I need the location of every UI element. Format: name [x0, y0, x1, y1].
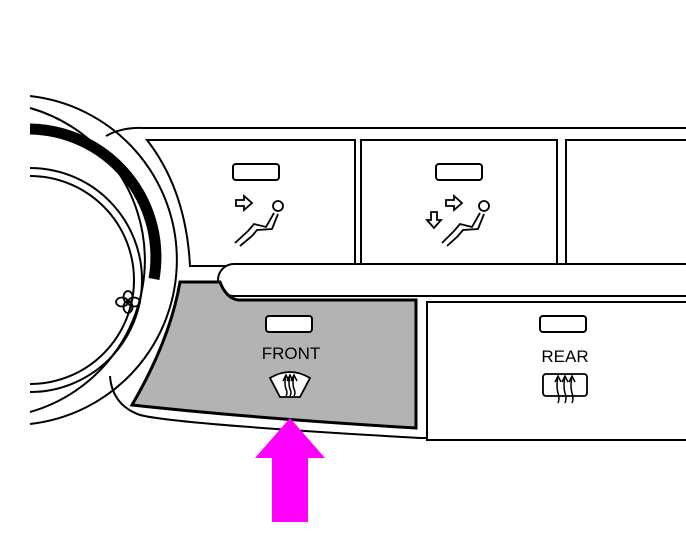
rear-defrost-indicator-light: [539, 315, 587, 333]
bilevel-vent-icon: [425, 194, 490, 247]
fan-control-dial[interactable]: [29, 95, 178, 425]
face-vent-icon: [234, 194, 284, 247]
face-vent-indicator-light: [232, 163, 280, 181]
rear-defrost-button[interactable]: REAR: [426, 301, 686, 441]
rear-window-defrost-icon: [542, 373, 588, 404]
next-mode-button[interactable]: [565, 139, 686, 267]
bilevel-vent-button[interactable]: [360, 139, 558, 267]
divider-bar: [217, 263, 686, 297]
pointer-arrow-icon: [255, 418, 325, 522]
windshield-defrost-icon: [268, 371, 312, 398]
fan-icon: [115, 290, 141, 314]
front-defrost-label: FRONT: [262, 344, 321, 363]
face-vent-button[interactable]: [144, 139, 356, 267]
front-defrost-button[interactable]: FRONT: [129, 280, 418, 430]
panel-frame: [105, 126, 686, 439]
front-defrost-indicator-light: [265, 315, 313, 333]
bilevel-vent-indicator-light: [435, 163, 483, 181]
rear-defrost-label: REAR: [541, 347, 588, 366]
